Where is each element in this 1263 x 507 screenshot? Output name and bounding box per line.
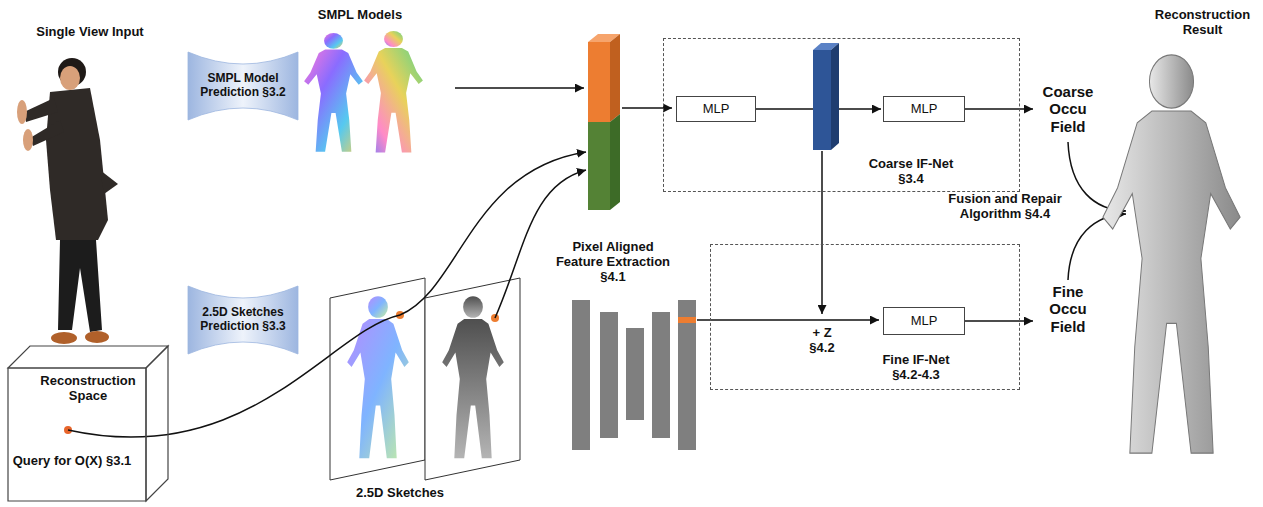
latent-feature-bar <box>813 50 831 150</box>
input-photo <box>30 120 64 146</box>
arrow <box>622 107 672 109</box>
reconstruction-cube: Reconstruction SpaceQuery for O(X) §3.1 <box>8 346 168 501</box>
node-text: Coarse IF-Net §3.4 <box>861 157 961 187</box>
input-photo <box>85 331 109 343</box>
sketch-planes <box>347 296 409 458</box>
feature-bar <box>588 122 610 210</box>
encoder-decoder <box>678 317 696 323</box>
text-slot: Coarse IF-Net §3.4 <box>861 157 961 187</box>
query-curve <box>495 170 586 318</box>
output-field: Fine Occu Field <box>1035 282 1101 336</box>
node-text: SMPL Model Prediction §3.2 <box>192 72 294 100</box>
arrow <box>821 151 823 314</box>
label-slot: 2.5D Sketches <box>340 486 460 501</box>
query-curve <box>400 152 586 315</box>
input-photo <box>23 129 33 151</box>
bowtie-shape <box>188 52 298 120</box>
mlp-box: MLP <box>883 307 965 335</box>
label-slot: Pixel Aligned Feature Extraction §4.1 <box>548 240 678 285</box>
input-photo <box>60 66 80 90</box>
feature-bar <box>610 114 620 210</box>
input-photo <box>17 100 27 124</box>
cube-outline <box>8 346 168 501</box>
input-photo <box>24 98 58 122</box>
arrow <box>455 87 584 89</box>
reconstruction-figure <box>1103 55 1240 453</box>
input-photo <box>17 58 118 344</box>
node-text: Fine Occu Field <box>1035 283 1101 335</box>
sketch-planes <box>330 278 520 480</box>
latent-feature-bar <box>813 43 839 150</box>
cube-face <box>8 368 146 501</box>
module-label: Fusion and Repair Algorithm §4.4 <box>945 192 1065 222</box>
node-text: MLP <box>888 314 960 329</box>
input-photo <box>100 170 118 194</box>
node-text: Coarse Occu Field <box>1035 83 1101 135</box>
feature-bar <box>588 34 620 210</box>
encoder-decoder <box>600 312 618 438</box>
bowtie-shape <box>188 286 298 354</box>
feature-bar <box>610 34 620 122</box>
input-photo <box>58 240 102 332</box>
latent-feature-bar <box>831 43 839 150</box>
label-slot: Single View Input <box>15 25 165 40</box>
sketch-planes <box>425 278 520 480</box>
mlp-box: MLP <box>883 96 965 122</box>
node-text: 2.5D Sketches Prediction §3.3 <box>192 306 294 334</box>
smpl-models <box>364 31 423 153</box>
arrow <box>697 319 879 321</box>
connector-arrow <box>965 320 1033 322</box>
figure-caption: Single View Input <box>15 25 165 40</box>
encoder-decoder <box>626 328 644 420</box>
label-slot: Reconstruction Result <box>1150 8 1255 38</box>
figure-caption: 2.5D Sketches <box>340 486 460 501</box>
operation-label: + Z §4.2 <box>802 326 842 356</box>
encoder-decoder <box>572 300 590 450</box>
encoder-decoder <box>678 300 696 450</box>
label-slot: Fusion and Repair Algorithm §4.4 <box>945 192 1065 222</box>
sketch-planes <box>442 296 504 458</box>
text-slot: Query for O(X) §3.1 <box>12 454 132 469</box>
reconstruction-figure <box>1103 55 1240 453</box>
smpl-models <box>304 33 363 152</box>
fusion-curve <box>1068 214 1126 280</box>
text-slot: Reconstruction Space <box>33 374 143 404</box>
node-text: MLP <box>888 102 960 117</box>
node-text: Query for O(X) §3.1 <box>12 454 132 469</box>
figure-caption: Reconstruction Result <box>1150 8 1255 38</box>
prediction-network: SMPL Model Prediction §3.2 <box>188 52 298 120</box>
connector-arrow <box>965 108 1033 110</box>
output-field: Coarse Occu Field <box>1035 82 1101 136</box>
network-group: Fine IF-Net §4.2-4.3 MLP <box>710 244 1020 390</box>
network-group: Coarse IF-Net §3.4 MLP MLP <box>663 38 1020 192</box>
input-photo <box>51 332 77 344</box>
prediction-network: 2.5D Sketches Prediction §3.3 <box>188 286 298 354</box>
node-text: Fine IF-Net §4.2-4.3 <box>866 353 966 383</box>
label-slot: SMPL Models <box>305 8 415 23</box>
encoder-decoder <box>572 300 696 450</box>
mlp-box: MLP <box>676 96 756 122</box>
encoder-decoder <box>652 312 670 438</box>
text-slot: Fine IF-Net §4.2-4.3 <box>866 353 966 383</box>
label-slot: + Z §4.2 <box>802 326 842 356</box>
cube-face <box>8 346 168 368</box>
figure-caption: SMPL Models <box>305 8 415 23</box>
node-text: Reconstruction Space <box>33 374 143 404</box>
smpl-models <box>304 31 423 153</box>
module-label: Pixel Aligned Feature Extraction §4.1 <box>548 240 678 285</box>
node-text: MLP <box>681 102 751 117</box>
cube-face <box>146 346 168 501</box>
feature-bar <box>588 42 610 122</box>
